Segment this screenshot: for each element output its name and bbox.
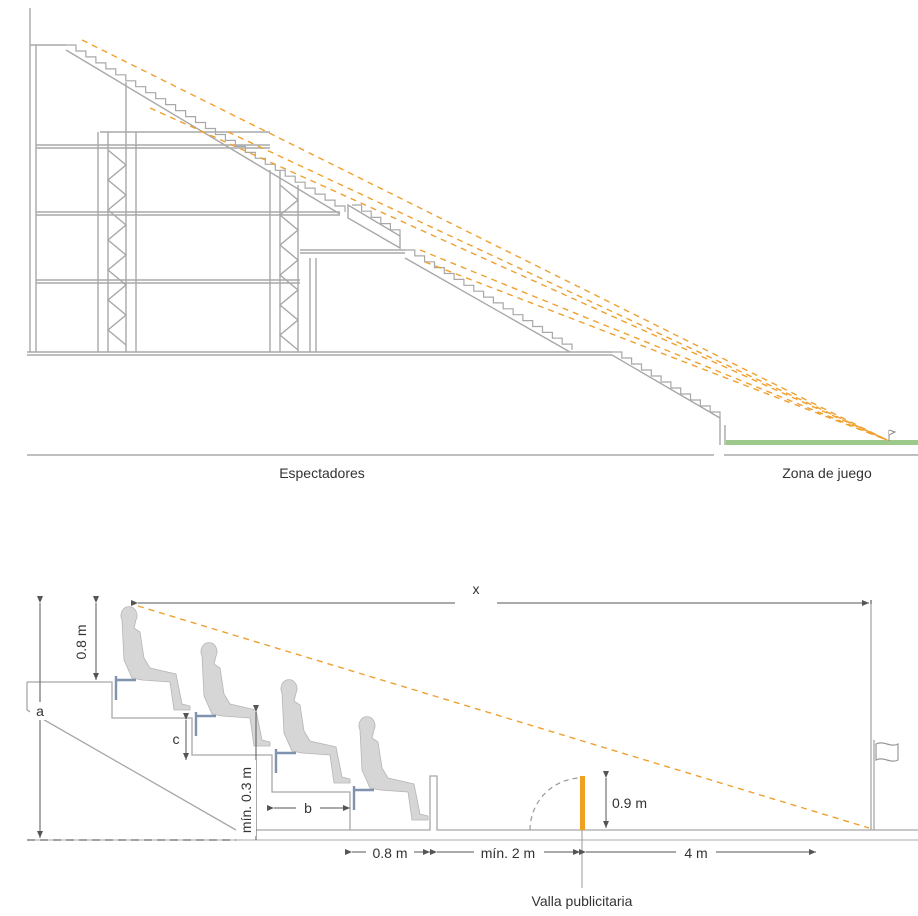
spectators-label: Espectadores bbox=[279, 465, 365, 481]
eye-height-label: 0.8 m bbox=[73, 624, 89, 659]
dimension-lines bbox=[27, 596, 872, 855]
sightlines-section bbox=[81, 39, 888, 441]
seating-structure bbox=[26, 600, 918, 841]
c-label: c bbox=[173, 731, 180, 747]
field-label: Zona de juego bbox=[782, 465, 872, 481]
a-label: a bbox=[36, 703, 44, 719]
advertising-board bbox=[580, 776, 585, 830]
spectator-figure bbox=[352, 716, 429, 821]
board-swing-arc bbox=[529, 777, 581, 831]
stadium-section bbox=[27, 8, 726, 445]
board-height-label: 0.9 m bbox=[612, 795, 647, 811]
seated-spectators bbox=[114, 606, 429, 821]
terrace-steps bbox=[66, 44, 721, 418]
spectator-figure bbox=[114, 606, 191, 711]
x-label: x bbox=[473, 581, 480, 597]
spectator-figure bbox=[274, 679, 351, 784]
pitch-surface bbox=[726, 440, 918, 445]
spectator-figure bbox=[194, 642, 271, 747]
riser-label: mín. 0.3 m bbox=[238, 767, 254, 833]
corner-flag-icon bbox=[888, 429, 897, 441]
corner-flag-icon-detail bbox=[875, 742, 899, 762]
gap-label: 0.8 m bbox=[372, 845, 407, 861]
board-caption: Valla publicitaria bbox=[532, 893, 633, 909]
board-distance-label: 4 m bbox=[684, 845, 707, 861]
min-distance-label: mín. 2 m bbox=[481, 845, 535, 861]
b-label: b bbox=[304, 800, 312, 816]
